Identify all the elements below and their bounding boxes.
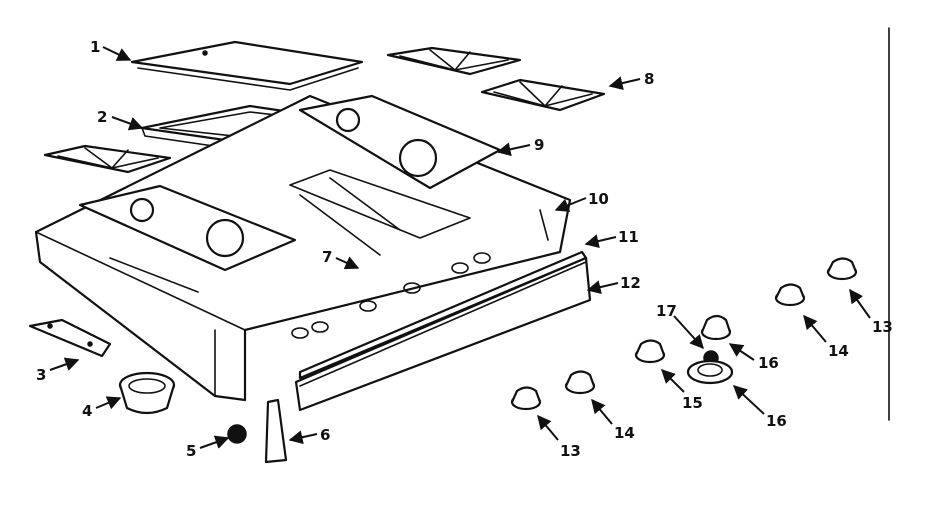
- burner-bowl: [118, 371, 176, 415]
- callout-6: 6: [320, 426, 330, 444]
- leader-lines: [49, 46, 871, 449]
- callout-14-left: 14: [614, 424, 635, 442]
- callout-labels: 1 2 3 4 5 6 7 8 9 10 11 12 13 13 14 14 1…: [36, 38, 893, 460]
- callout-7: 7: [322, 248, 332, 266]
- callout-3: 3: [36, 366, 46, 384]
- callout-9: 9: [534, 136, 544, 154]
- callout-17: 17: [656, 302, 677, 320]
- griddle-cover: [130, 40, 364, 91]
- callout-13-left: 13: [560, 442, 581, 460]
- knob-16-lower: [686, 359, 734, 385]
- callout-16-upper: 16: [758, 354, 779, 372]
- callout-12: 12: [620, 274, 641, 292]
- callout-16-lower: 16: [766, 412, 787, 430]
- side-bracket: [28, 318, 112, 358]
- burner-grate-upper: [386, 46, 522, 76]
- knob-13-right: [826, 257, 858, 281]
- burner-grate-left: [43, 144, 172, 174]
- tapered-leg: [264, 398, 288, 464]
- knob-insert: [227, 424, 247, 444]
- callout-10: 10: [588, 190, 609, 208]
- knob-14-right: [774, 283, 806, 307]
- callout-13-right: 13: [872, 318, 893, 336]
- knob-14-left: [564, 370, 596, 395]
- cooktop-main-top: [34, 94, 572, 402]
- callout-14-right: 14: [828, 342, 849, 360]
- callout-11: 11: [618, 228, 639, 246]
- burner-grate-lower: [480, 78, 606, 112]
- callout-2: 2: [97, 108, 107, 126]
- callout-1: 1: [90, 38, 100, 56]
- knob-13-left: [510, 386, 542, 411]
- knob-15: [634, 339, 666, 364]
- control-knobs: [510, 257, 858, 411]
- callout-4: 4: [82, 402, 92, 420]
- callout-15: 15: [682, 394, 703, 412]
- callout-5: 5: [186, 442, 196, 460]
- knob-16-upper: [700, 314, 732, 341]
- callout-8: 8: [644, 70, 654, 88]
- control-panel-trim: [294, 250, 592, 412]
